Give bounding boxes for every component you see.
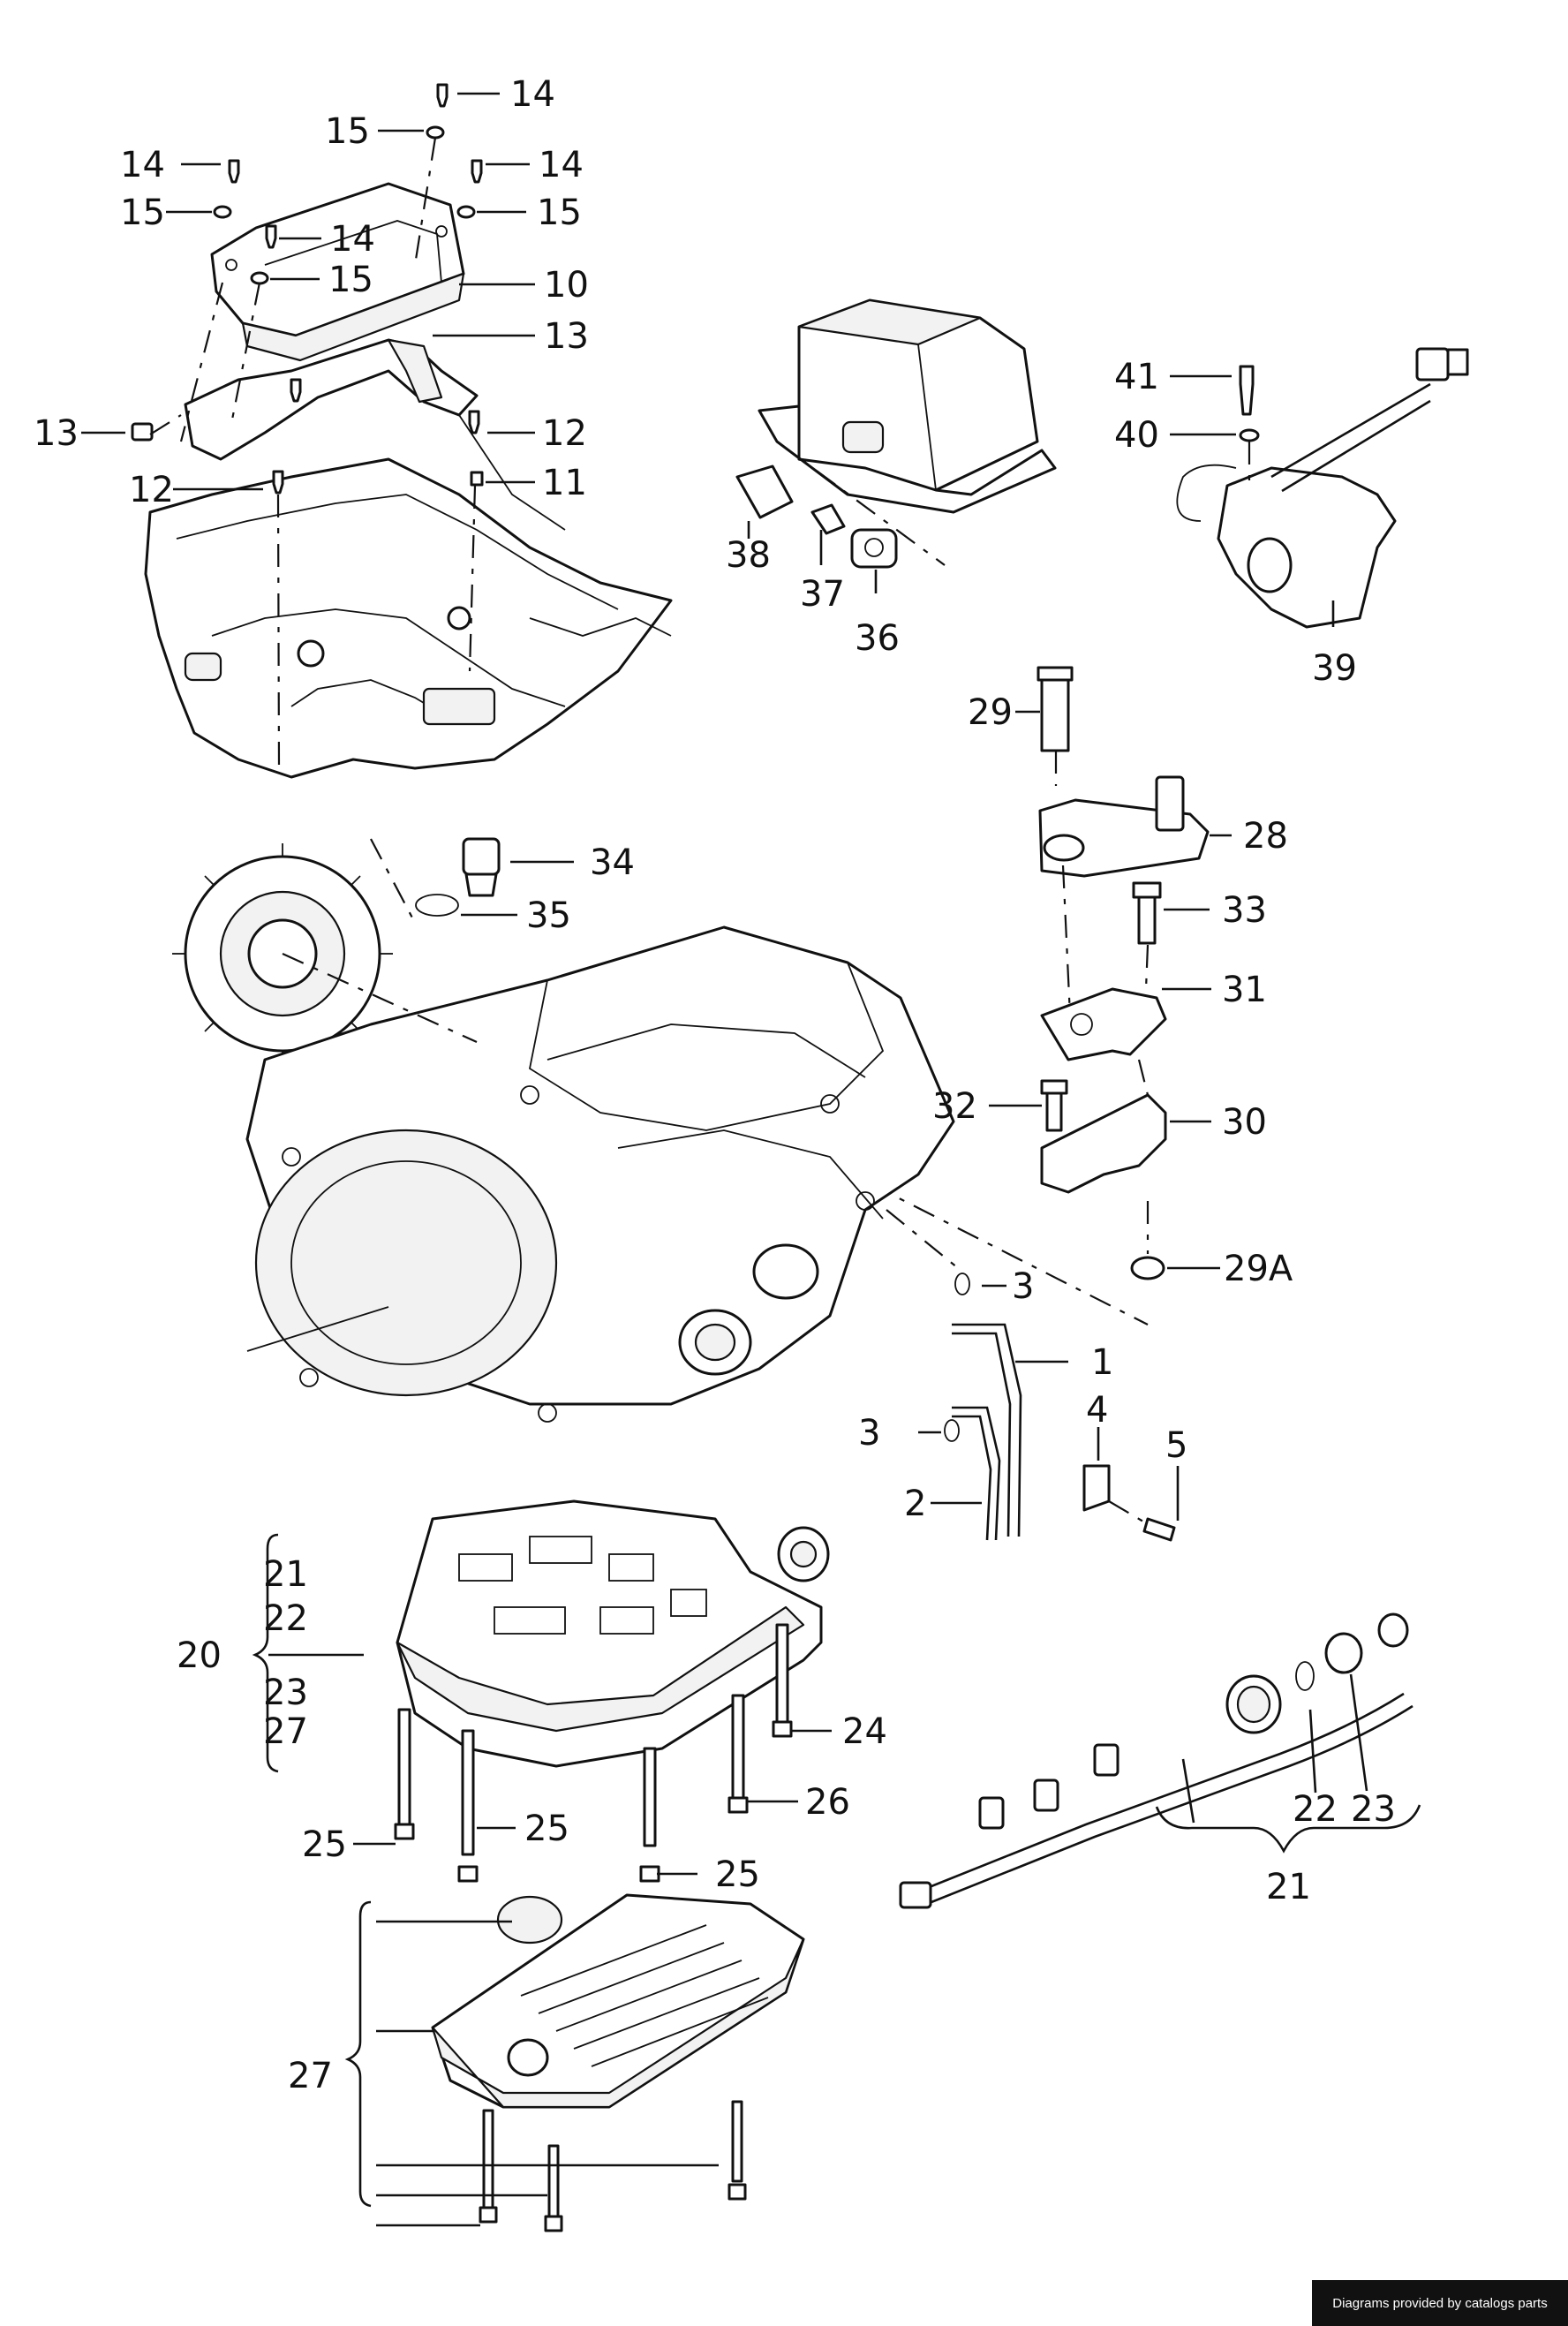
callout-31: 31 xyxy=(1222,970,1267,1010)
callout-labels: 14 15 14 14 15 15 14 15 10 13 13 12 12 1… xyxy=(34,74,1396,2096)
callout-38: 38 xyxy=(726,535,771,576)
callout-37: 37 xyxy=(800,574,845,615)
callout-14: 14 xyxy=(120,145,165,185)
callout-30: 30 xyxy=(1222,1102,1267,1143)
callout-36: 36 xyxy=(855,618,900,659)
callout-41: 41 xyxy=(1114,357,1159,397)
callout-24: 24 xyxy=(842,1711,887,1752)
callout-35: 35 xyxy=(526,895,571,936)
callout-12: 12 xyxy=(129,470,174,510)
callout-14: 14 xyxy=(539,145,584,185)
callout-3: 3 xyxy=(858,1413,880,1454)
callout-5: 5 xyxy=(1165,1425,1187,1466)
screws-top-left xyxy=(213,83,484,495)
callout-15: 15 xyxy=(328,260,373,300)
callout-14: 14 xyxy=(510,74,555,115)
callout-13: 13 xyxy=(544,316,589,357)
callout-11: 11 xyxy=(542,463,587,503)
valve-body-bolts xyxy=(353,1623,832,1883)
callout-34: 34 xyxy=(590,842,635,883)
callout-39: 39 xyxy=(1312,648,1357,689)
callout-21: 21 xyxy=(1266,1867,1311,1907)
callout-33: 33 xyxy=(1222,890,1267,931)
transmission-housing xyxy=(172,837,955,1423)
callout-20: 20 xyxy=(177,1635,222,1676)
callout-15: 15 xyxy=(120,193,165,233)
callout-27: 27 xyxy=(288,2056,333,2096)
callout-21: 21 xyxy=(263,1554,308,1595)
callout-29A: 29A xyxy=(1224,1249,1293,1289)
callout-15: 15 xyxy=(537,193,582,233)
diagram-credit-badge: Diagrams provided by catalogs parts xyxy=(1312,2280,1568,2326)
oil-pan-assembly xyxy=(344,1893,805,2232)
callout-25: 25 xyxy=(302,1824,347,1865)
callout-3: 3 xyxy=(1012,1266,1034,1307)
callout-23: 23 xyxy=(1351,1789,1396,1830)
callout-10: 10 xyxy=(544,265,589,306)
callout-27: 27 xyxy=(263,1711,308,1752)
callout-23: 23 xyxy=(263,1673,308,1713)
shift-lever-assembly xyxy=(869,666,1232,1325)
callout-40: 40 xyxy=(1114,415,1159,456)
leader-lines-top-left xyxy=(81,92,535,769)
callout-25: 25 xyxy=(715,1854,760,1895)
callout-12: 12 xyxy=(542,413,587,454)
wiring-harness xyxy=(899,1612,1421,1909)
callout-25: 25 xyxy=(524,1809,569,1849)
callout-4: 4 xyxy=(1086,1390,1108,1431)
mount-assembly xyxy=(1170,347,1469,629)
callout-32: 32 xyxy=(932,1086,977,1127)
callout-13: 13 xyxy=(34,413,79,454)
callout-14: 14 xyxy=(330,219,375,260)
cooler-lines xyxy=(886,1209,1180,1542)
callout-22: 22 xyxy=(1293,1789,1338,1830)
selector-lever-assembly xyxy=(735,298,1057,593)
callout-1: 1 xyxy=(1091,1342,1113,1383)
callout-15: 15 xyxy=(325,111,370,152)
callout-28: 28 xyxy=(1243,816,1288,857)
callout-26: 26 xyxy=(805,1782,850,1823)
callout-29: 29 xyxy=(968,692,1013,733)
callout-22: 22 xyxy=(263,1598,308,1639)
callout-2: 2 xyxy=(904,1484,926,1524)
control-unit-assembly xyxy=(131,182,673,779)
